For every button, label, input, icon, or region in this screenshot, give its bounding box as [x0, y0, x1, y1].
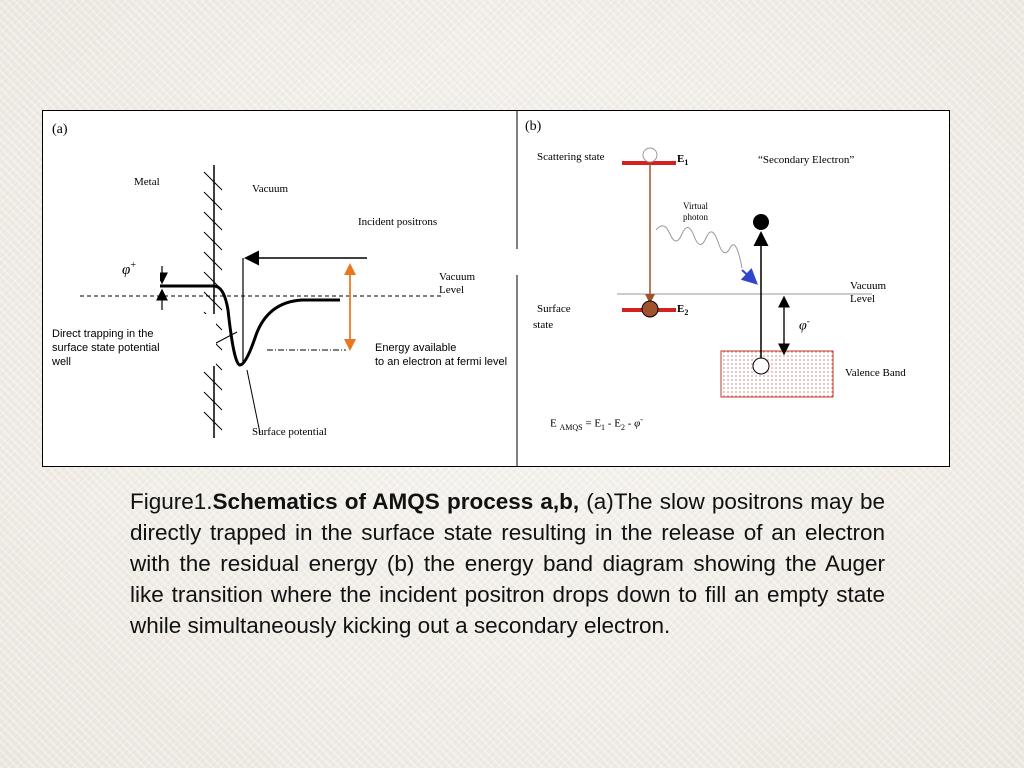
figure-caption: Figure1.Schematics of AMQS process a,b, …: [130, 486, 885, 641]
phi-minus-label: φ-: [799, 316, 810, 334]
secondary-electron-label: “Secondary Electron”: [758, 154, 855, 166]
trapping-label-box: [48, 314, 216, 366]
phi-plus-box: [120, 247, 160, 287]
valence-band-box: [720, 350, 834, 398]
metal-label-box: [150, 166, 203, 192]
metal-label: Metal: [134, 176, 160, 188]
amqs-schematic-figure: (a) Metal Vacuum Incident positrons φ+ V…: [42, 110, 950, 468]
surface-potential-box: [249, 435, 366, 466]
surface-state-positron: [641, 300, 659, 318]
vacuum-label-box: [243, 164, 306, 191]
panel-a-label: (a): [52, 122, 68, 137]
valence-band-label: Valence Band: [845, 367, 906, 379]
surface-potential-label: Surface potential: [252, 426, 327, 438]
virtual-photon-wave: [655, 225, 743, 269]
caption-prefix: Figure1.: [130, 489, 213, 514]
surface-potential-curve: [160, 284, 340, 367]
vacuum-label: Vacuum: [252, 183, 289, 195]
caption-bold-title: Schematics of AMQS process a,b,: [212, 489, 580, 514]
positron-transition-arrowhead: [645, 294, 655, 304]
virtual-photon-arrow: [740, 267, 758, 285]
panel-b-label: (b): [525, 119, 542, 134]
e1-label: E1: [677, 153, 689, 168]
incident-positron-box: [409, 249, 598, 275]
phi-plus-label: φ+: [122, 260, 136, 278]
secondary-electron-dot: [753, 214, 769, 230]
e2-label: E2: [677, 303, 689, 318]
surface-potential-pointer-line: [246, 369, 261, 434]
amqs-equation: E AMQS = E1 - E2 - φ-: [550, 415, 643, 432]
scattering-positron-circle: [642, 147, 658, 163]
scattering-state-label: Scattering state: [537, 151, 605, 163]
incident-positrons-label: Incident positrons: [358, 216, 438, 228]
caption-body: (a)The slow positrons may be directly tr…: [130, 489, 885, 638]
phi-minus-box: [799, 310, 832, 343]
valence-hole-circle: [752, 357, 770, 375]
